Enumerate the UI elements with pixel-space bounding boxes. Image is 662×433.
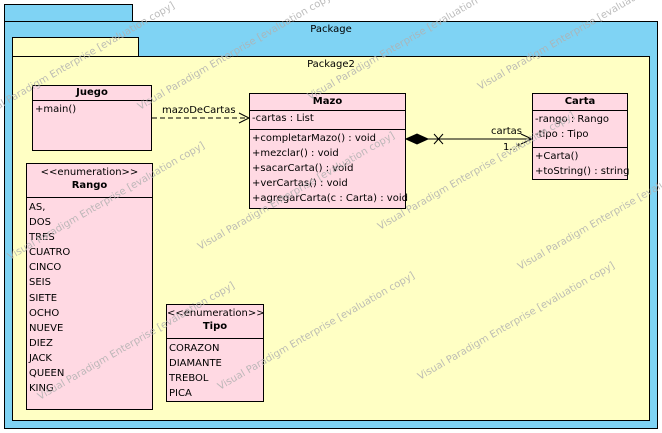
class-name: Tipo [202, 321, 228, 332]
stereotype: <<enumeration>> [40, 167, 139, 178]
watermark: Visual Paradigm Enterprise [evaluation c… [6, 140, 207, 262]
operation: +verCartas() : void [252, 178, 348, 189]
enum-literal: KING [29, 383, 54, 395]
enum-literal: CINCO [29, 262, 62, 274]
class-header: Carta [533, 94, 627, 111]
enum-literal: SEIS [29, 277, 51, 289]
watermark-layer: Visual Paradigm Enterprise [evaluation c… [0, 0, 662, 403]
watermark: Visual Paradigm Enterprise [evaluation c… [516, 150, 662, 272]
operation: +sacarCarta() : void [252, 163, 354, 174]
enum-literal: AS, [29, 202, 46, 213]
dependency-label: mazoDeCartas [162, 105, 236, 116]
dependency-arrowhead [238, 112, 251, 124]
operation: +main() [35, 104, 77, 115]
composition-multiplicity: 1..* [503, 142, 521, 153]
operations-compartment: +main() [33, 101, 151, 118]
enum-literal: DOS [29, 217, 51, 229]
operation: +toString() : string [535, 166, 630, 177]
class-mazo[interactable]: Mazo -cartas : List +completarMazo() : v… [249, 93, 408, 209]
class-carta[interactable]: Carta -rango : Rango -tipo : Tipo +Carta… [532, 93, 630, 180]
watermark: Visual Paradigm Enterprise [evaluation c… [36, 280, 237, 402]
enum-tipo[interactable]: <<enumeration>> Tipo CORAZON DIAMANTE TR… [166, 304, 265, 402]
composition-arrowhead [520, 133, 534, 145]
enum-rango[interactable]: <<enumeration>> Rango AS, DOS TRES CUATR… [26, 163, 153, 410]
operation: +completarMazo() : void [252, 133, 376, 144]
watermark: Visual Paradigm Enterprise [evaluation c… [306, 0, 507, 103]
attributes-compartment: -cartas : List [250, 111, 405, 130]
class-name: Mazo [312, 96, 343, 107]
watermark: Visual Paradigm Enterprise [evaluation c… [376, 110, 577, 232]
attributes-compartment: -rango : Rango -tipo : Tipo [533, 111, 627, 148]
operation: +mezclar() : void [252, 148, 339, 159]
attribute: -cartas : List [252, 113, 314, 124]
attribute: -rango : Rango [535, 114, 610, 125]
enum-literal: TREBOL [169, 373, 209, 385]
watermark: Visual Paradigm Enterprise [evaluation c… [476, 0, 662, 93]
class-header: <<enumeration>> Tipo [167, 305, 265, 339]
enum-literal: QUEEN [29, 368, 65, 380]
class-header: Juego [33, 86, 151, 101]
enum-literal: NUEVE [29, 322, 64, 334]
package2-name: Package2 [307, 59, 355, 70]
operation: +Carta() [535, 151, 579, 162]
composition-role: cartas [491, 126, 522, 137]
enum-literal: SIETE [29, 292, 58, 304]
enum-literal: PICA [169, 388, 192, 400]
enum-literal: CUATRO [29, 247, 71, 259]
operations-compartment: +Carta() +toString() : string [533, 148, 630, 180]
package-name: Package [310, 24, 352, 35]
enum-literal: CORAZON [169, 343, 220, 354]
operations-compartment: +completarMazo() : void +mezclar() : voi… [250, 130, 408, 207]
enum-literal: DIEZ [29, 337, 53, 349]
non-navigable-x-icon [433, 133, 444, 145]
literals-compartment: AS, DOS TRES CUATRO CINCO SEIS SIETE OCH… [27, 198, 152, 397]
literals-compartment: CORAZON DIAMANTE TREBOL PICA [167, 339, 263, 402]
enum-literal: TRES [29, 232, 55, 244]
watermark: Visual Paradigm Enterprise [evaluation c… [416, 260, 617, 382]
class-header: <<enumeration>> Rango [27, 164, 152, 198]
enum-literal: OCHO [29, 307, 60, 319]
class-name: Carta [564, 96, 596, 107]
class-name: Rango [71, 180, 108, 191]
class-name: Juego [76, 87, 108, 98]
class-juego[interactable]: Juego +main() [32, 85, 152, 151]
watermark: Visual Paradigm Enterprise [evaluation c… [196, 130, 397, 252]
composition-diamond [404, 133, 430, 145]
class-header: Mazo [250, 94, 405, 111]
stereotype: <<enumeration>> [167, 308, 265, 319]
watermark: Visual Paradigm Enterprise [evaluation c… [216, 270, 417, 392]
attribute: -tipo : Tipo [535, 129, 589, 140]
enum-literal: JACK [29, 352, 52, 364]
enum-literal: DIAMANTE [169, 358, 222, 370]
operation: +agregarCarta(c : Carta) : void [252, 193, 408, 204]
